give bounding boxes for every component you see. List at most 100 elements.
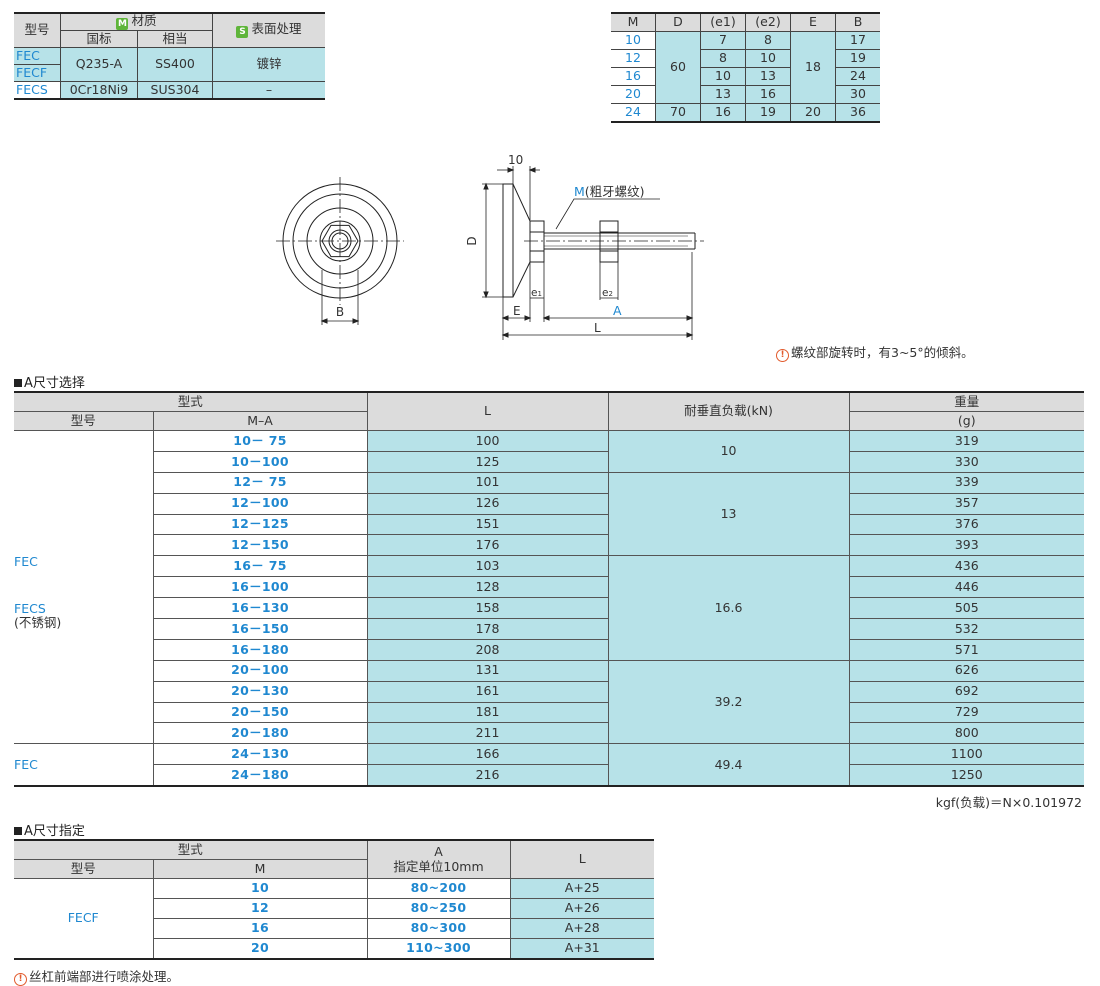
header-model: 型号 — [14, 859, 154, 879]
surface-value: – — [212, 81, 325, 99]
label-d: D — [465, 236, 479, 245]
ma-value: 24－130 — [152, 743, 368, 766]
header-e2: (e2) — [745, 13, 791, 32]
label-b: B — [336, 305, 344, 319]
model-fecf: FECF — [14, 878, 154, 960]
weight-value: 800 — [848, 722, 1085, 745]
ma-value: 16－100 — [153, 576, 368, 599]
weight-value: 692 — [848, 680, 1085, 703]
weight-value: 436 — [848, 555, 1085, 578]
tilt-note: !螺纹部旋转时，有3~5°的倾斜。 — [776, 342, 974, 362]
ma-value: 20－150 — [153, 701, 368, 724]
a-range: 110~300 — [366, 938, 511, 959]
b-value: 36 — [835, 103, 880, 122]
l-value: 166 — [366, 743, 609, 766]
ma-value: 16－150 — [153, 618, 368, 640]
header-b: B — [835, 13, 880, 32]
e2-value: 13 — [745, 67, 791, 86]
label-l: L — [594, 321, 601, 335]
weight-value: 1250 — [848, 764, 1085, 787]
weight-value: 1100 — [848, 743, 1085, 766]
e-value: 18 — [790, 31, 836, 104]
warning-icon: ! — [14, 973, 27, 986]
weight-value: 357 — [848, 492, 1085, 515]
l-value: 158 — [366, 597, 609, 620]
l-value: 131 — [366, 659, 609, 682]
ma-value: 12－150 — [153, 534, 368, 557]
weight-value: 626 — [848, 659, 1085, 682]
equiv-value: SUS304 — [137, 81, 213, 99]
warning-icon: ! — [776, 349, 789, 362]
equiv-value: SS400 — [137, 47, 213, 82]
ma-value: 20－180 — [153, 722, 368, 745]
m-value: 10 — [611, 31, 656, 50]
kgf-note: kgf(负载)＝N×0.101972 — [935, 795, 1082, 810]
model-fec: FEC — [14, 554, 38, 570]
l-value: 208 — [366, 638, 609, 661]
l-value: 103 — [366, 555, 609, 578]
l-value: 161 — [366, 680, 609, 703]
ma-value: 16－130 — [153, 597, 368, 620]
e-value: 20 — [790, 103, 836, 122]
weight-value: 532 — [848, 618, 1085, 640]
e1-value: 13 — [700, 85, 746, 104]
section-title-a-specify: A尺寸指定 — [14, 820, 85, 839]
m-value: 20 — [611, 85, 656, 104]
model-fec: FEC — [14, 47, 61, 65]
l-value: 100 — [366, 430, 609, 452]
l-value: 211 — [366, 722, 609, 745]
weight-value: 571 — [848, 638, 1085, 661]
l-value: 178 — [366, 618, 609, 640]
weight-value: 505 — [848, 597, 1085, 620]
b-value: 19 — [835, 49, 880, 68]
e2-value: 19 — [745, 103, 791, 122]
header-l: L — [509, 840, 655, 879]
gb-value: Q235-A — [60, 47, 138, 82]
load-value: 10 — [607, 430, 850, 473]
label-e2: e2 — [602, 287, 613, 299]
load-value: 13 — [607, 471, 850, 557]
header-equiv: 相当 — [137, 30, 213, 48]
l-value: 125 — [366, 450, 609, 473]
m-value: 20 — [153, 938, 368, 959]
e1-value: 10 — [700, 67, 746, 86]
e1-value: 8 — [700, 49, 746, 68]
square-bullet-icon — [14, 827, 22, 835]
ma-value: 24－180 — [153, 764, 368, 787]
m-value: 10 — [152, 878, 368, 899]
e1-value: 7 — [700, 31, 746, 50]
header-l: L — [366, 392, 609, 431]
label-e: E — [513, 304, 521, 318]
l-formula: A+28 — [509, 918, 655, 939]
b-value: 30 — [835, 85, 880, 104]
d-value: 60 — [655, 31, 701, 104]
label-a: A — [613, 303, 622, 318]
l-value: 216 — [366, 764, 609, 787]
ma-value: 12－125 — [153, 513, 368, 536]
header-gb: 国标 — [60, 30, 138, 48]
material-badge-icon: M — [116, 17, 129, 30]
square-bullet-icon — [14, 379, 22, 387]
surface-value: 镀锌 — [212, 47, 325, 82]
header-e: E — [790, 13, 836, 32]
a-range: 80~250 — [366, 898, 511, 919]
label-10: 10 — [508, 153, 523, 167]
label-e1: e1 — [531, 287, 542, 299]
ma-value: 16－180 — [153, 638, 368, 661]
model-group-fec-fecs: FEC FECS (不锈钢) — [14, 429, 154, 745]
header-load: 耐垂直负载(kN) — [607, 392, 850, 431]
header-m: M — [611, 13, 656, 32]
ma-value: 12－ 75 — [153, 471, 368, 494]
l-formula: A+25 — [509, 878, 655, 899]
front-view — [276, 177, 404, 325]
e2-value: 10 — [745, 49, 791, 68]
load-value: 16.6 — [607, 555, 850, 661]
bottom-note: !丝杠前端部进行喷涂处理。 — [14, 966, 179, 986]
l-formula: A+26 — [509, 898, 655, 919]
model-group-fec-24: FEC — [14, 743, 154, 787]
header-e1: (e1) — [700, 13, 746, 32]
weight-value: 330 — [848, 450, 1085, 473]
header-type: 型式 — [14, 840, 368, 860]
